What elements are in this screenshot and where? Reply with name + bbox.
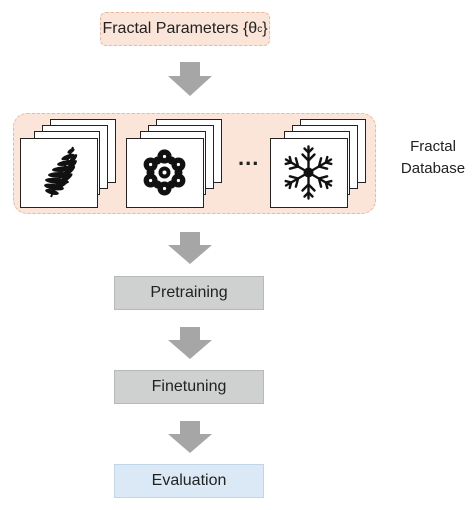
fern-fractal-stack [20, 119, 120, 211]
pretraining-label: Pretraining [150, 284, 228, 301]
snowflake-fractal-stack [270, 119, 370, 211]
down-arrow-icon [168, 232, 212, 264]
flower-fractal-stack [126, 119, 226, 211]
finetuning-step: Finetuning [114, 370, 264, 404]
snowflake-fractal-card [270, 138, 348, 208]
theta-subscript: c [257, 23, 263, 35]
fern-fractal-icon [44, 146, 78, 198]
down-arrow-icon [168, 62, 212, 96]
snowflake-fractal-icon [284, 145, 333, 200]
flower-fractal-card [126, 138, 204, 208]
fractal-parameters-label: Fractal Parameters {θ [102, 20, 258, 37]
pretraining-step: Pretraining [114, 276, 264, 310]
fern-fractal-card [20, 138, 98, 208]
down-arrow-icon [168, 421, 212, 453]
finetuning-label: Finetuning [151, 378, 227, 395]
down-arrow-icon [168, 327, 212, 359]
more-fractals-ellipsis: ... [238, 145, 260, 170]
fractal-database-label-line1: Fractal [410, 138, 456, 155]
fractal-database-label-line2: Database [400, 160, 466, 177]
fractal-database-label: Fractal Database [398, 136, 468, 180]
evaluation-label: Evaluation [151, 472, 227, 489]
flower-fractal-icon [143, 149, 186, 196]
fractal-parameters-close: } [262, 20, 268, 37]
evaluation-step: Evaluation [114, 464, 264, 498]
